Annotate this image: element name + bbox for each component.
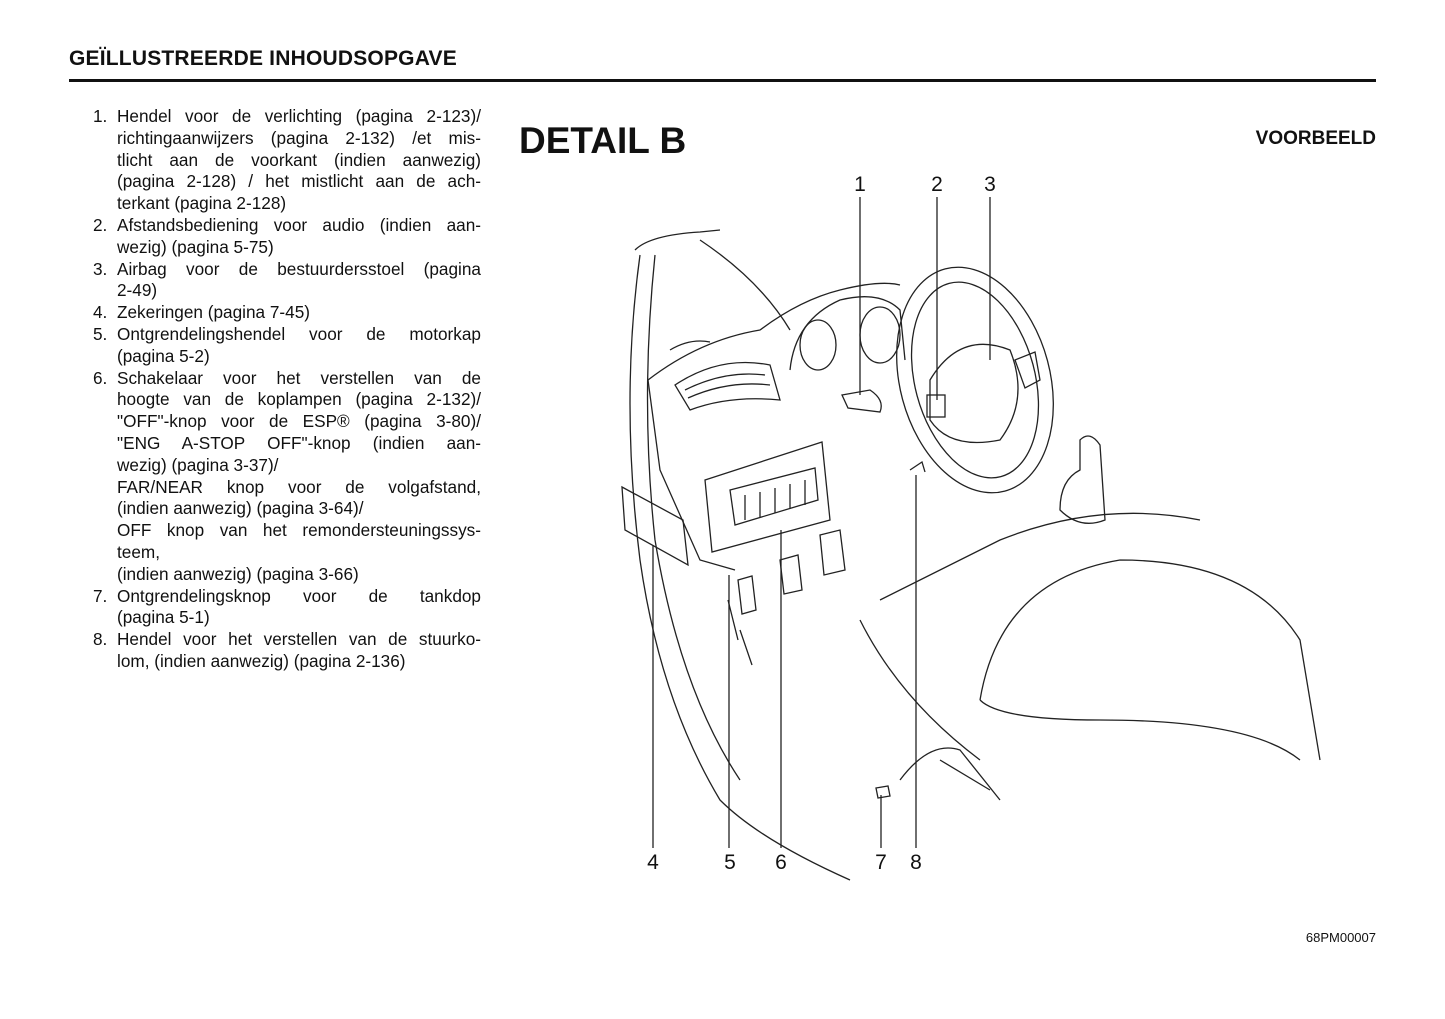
item-text-line: 2-49) bbox=[117, 280, 158, 301]
item-text-line: (pagina 5-2) bbox=[117, 345, 210, 366]
item-text-line: Hendel voor de verlichting (pagina 2-123… bbox=[117, 106, 481, 126]
item-number: 3. bbox=[93, 258, 108, 279]
item-text-line: Ontgrendelingsknop voor de tankdop bbox=[117, 585, 481, 606]
callout-3: 3 bbox=[984, 173, 996, 196]
item-text-line: wezig) (pagina 5-75) bbox=[117, 236, 274, 257]
item-text-line: (pagina 2-128) / het mistlicht aan de ac… bbox=[117, 171, 481, 192]
list-item: 3. Airbag voor de bestuurdersstoel (pagin… bbox=[93, 259, 481, 303]
item-text-line: Schakelaar voor het verstellen van de bbox=[117, 367, 481, 388]
item-number: 6. bbox=[93, 367, 108, 388]
callout-1: 1 bbox=[854, 173, 866, 196]
list-item: 5. Ontgrendelingshendel voor de motorkap(… bbox=[93, 324, 481, 368]
item-text-line: tlicht aan de voorkant (indien aanwezig) bbox=[117, 149, 481, 170]
callout-7: 7 bbox=[875, 851, 887, 874]
item-text-line: "OFF"-knop voor de ESP® (pagina 3-80)/ bbox=[117, 411, 481, 432]
item-number: 1. bbox=[93, 106, 108, 126]
item-number: 5. bbox=[93, 323, 108, 344]
callout-5: 5 bbox=[724, 851, 736, 874]
item-text-line: (indien aanwezig) (pagina 3-64)/ bbox=[117, 498, 364, 519]
item-text-line: richtingaanwijzers (pagina 2-132) /et mi… bbox=[117, 127, 481, 148]
item-text-line: "ENG A-STOP OFF"-knop (indien aan- bbox=[117, 432, 481, 453]
example-label: VOORBEELD bbox=[1255, 128, 1376, 149]
item-text-line: FAR/NEAR knop voor de volgafstand, bbox=[117, 476, 481, 497]
list-item: 7. Ontgrendelingsknop voor de tankdop(pag… bbox=[93, 586, 481, 630]
item-number: 4. bbox=[93, 302, 108, 323]
item-text-line: teem, bbox=[117, 541, 160, 562]
figure-code: 68PM00007 bbox=[1305, 930, 1376, 945]
item-text-line: Afstandsbediening voor audio (indien aan… bbox=[117, 214, 481, 235]
callout-4: 4 bbox=[647, 851, 659, 874]
item-number: 7. bbox=[93, 585, 108, 606]
callout-2: 2 bbox=[931, 173, 943, 196]
item-text-line: Ontgrendelingshendel voor de motorkap bbox=[117, 323, 481, 344]
item-text-line: lom, (indien aanwezig) (pagina 2-136) bbox=[117, 650, 406, 671]
list-item: 8. Hendel voor het verstellen van de stuu… bbox=[93, 629, 481, 673]
item-text-line: hoogte van de koplampen (pagina 2-132)/ bbox=[117, 389, 481, 410]
list-item: 4. Zekeringen (pagina 7-45) bbox=[93, 302, 481, 324]
callout-8: 8 bbox=[910, 851, 922, 874]
item-text-line: (indien aanwezig) (pagina 3-66) bbox=[117, 563, 359, 584]
figure-title: DETAIL B bbox=[519, 120, 687, 161]
page-header: GEÏLLUSTREERDE INHOUDSOPGAVE bbox=[69, 47, 457, 70]
list-item: 2. Afstandsbediening voor audio (indien a… bbox=[93, 215, 481, 259]
item-number: 2. bbox=[93, 214, 108, 235]
legend-list: 1. Hendel voor de verlichting (pagina 2-1… bbox=[93, 106, 481, 673]
callout-6: 6 bbox=[775, 851, 787, 874]
item-text-line: Hendel voor het verstellen van de stuurk… bbox=[117, 629, 481, 650]
header-rule bbox=[69, 79, 1376, 82]
item-text-line: Zekeringen (pagina 7-45) bbox=[117, 302, 310, 323]
item-text-line: wezig) (pagina 3-37)/ bbox=[117, 454, 279, 475]
list-item: 1. Hendel voor de verlichting (pagina 2-1… bbox=[93, 106, 481, 215]
item-text-line: OFF knop van het remondersteuningssys- bbox=[117, 520, 481, 541]
item-number: 8. bbox=[93, 629, 108, 650]
item-text-line: Airbag voor de bestuurdersstoel (pagina bbox=[117, 258, 481, 279]
item-text-line: terkant (pagina 2-128) bbox=[117, 193, 287, 214]
item-text-line: (pagina 5-1) bbox=[117, 607, 210, 628]
